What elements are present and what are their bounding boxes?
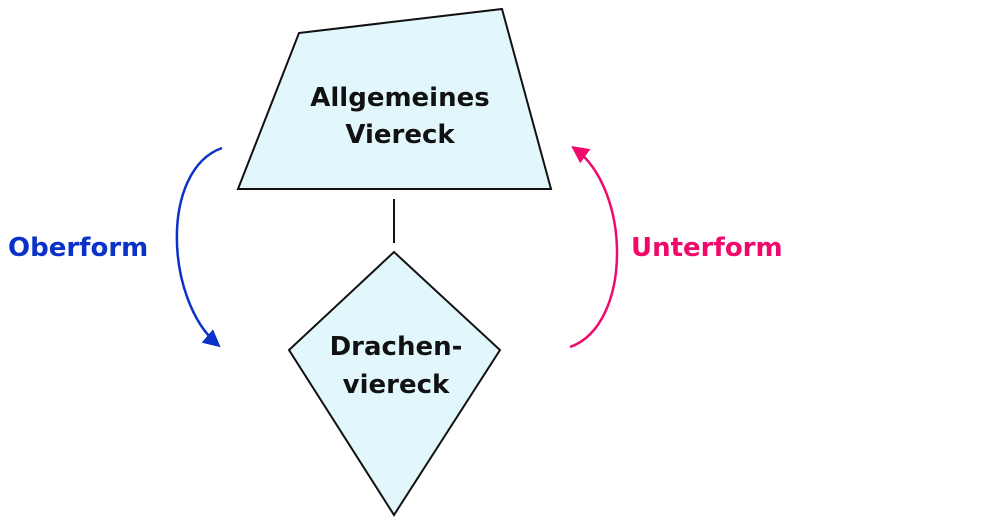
general-quadrilateral-label-1: Allgemeines [310, 83, 489, 113]
kite-label-2: viereck [343, 370, 450, 400]
unterform-label: Unterform [631, 233, 783, 263]
general-quadrilateral-node: Allgemeines Viereck [236, 7, 553, 190]
oberform-label: Oberform [8, 233, 148, 263]
general-quadrilateral-shape [236, 7, 553, 190]
kite-node: Drachen- viereck [287, 250, 502, 517]
unterform-arrow [569, 145, 619, 349]
general-quadrilateral-label-2: Viereck [345, 120, 455, 150]
oberform-arrow [175, 146, 223, 348]
kite-label-1: Drachen- [330, 332, 463, 362]
kite-shape [287, 250, 502, 517]
